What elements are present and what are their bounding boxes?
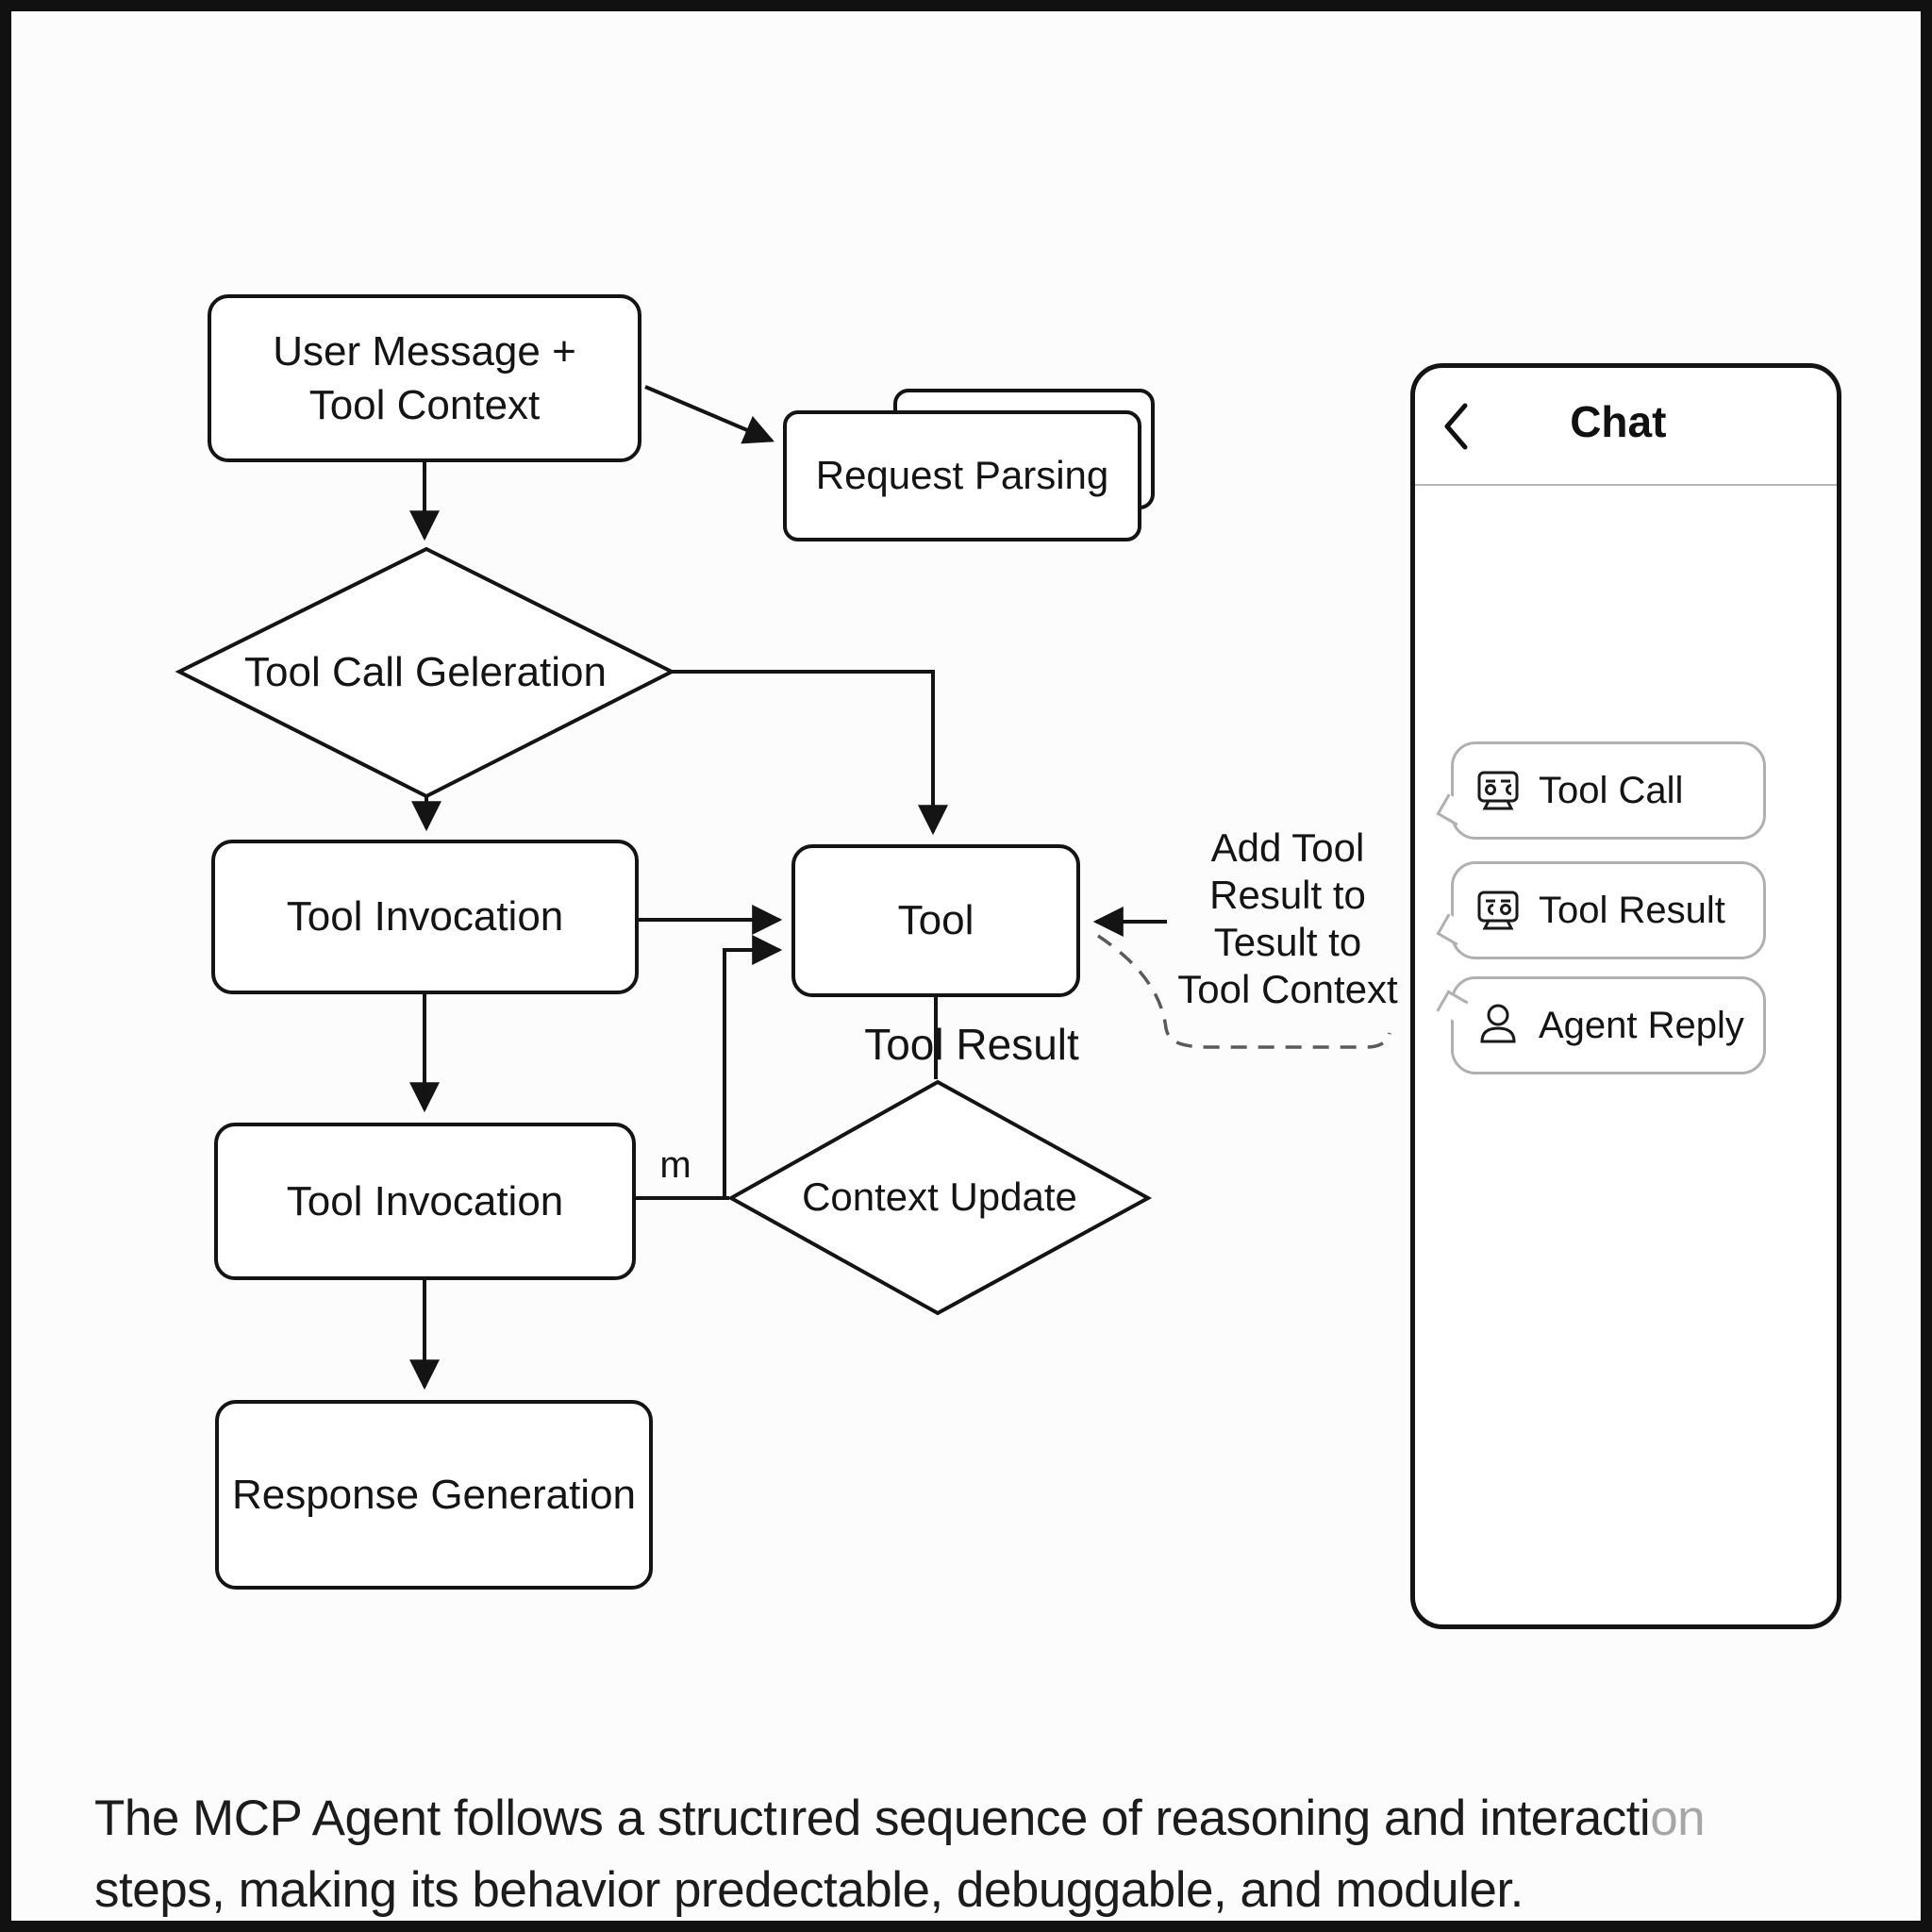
tool-invocation-1-label: Tool Invocation [286,893,564,941]
request-parsing-label: Request Parsing [815,453,1109,498]
response-generation-node [215,1400,653,1590]
chat-title: Chat [1570,397,1667,446]
tool-label: Tool [897,897,974,944]
dashed-connector-to-chat [1097,934,1391,1049]
chat-bubble-tool-result: Tool Result [1451,861,1766,959]
context-update-label: Context Update [802,1174,1077,1220]
flow-connectors [175,385,1391,1391]
computer-monitor-icon [1477,891,1519,930]
response-generation-label: Response Generation [231,1471,637,1518]
loop-count-label: m [659,1143,691,1186]
chat-header-divider [1415,484,1837,486]
tool-call-generation-label: Tool Call Geleration [244,649,607,696]
computer-monitor-icon [1477,771,1519,810]
tool-result-label: Tool Result [864,1020,1079,1069]
tool-invocation-1-node [211,840,639,994]
back-button[interactable] [1438,399,1474,458]
bubble-label: Tool Result [1539,889,1725,931]
bubble-label: Agent Reply [1539,1004,1744,1046]
user-message-label: User Message + Tool Context [273,327,576,428]
chat-bubble-tool-call: Tool Call [1451,741,1766,840]
caption-line-2: steps, making its behavior predectable, … [94,1862,1524,1918]
tool-invocation-2-node [214,1123,636,1280]
elbow-diamond-to-tool-top [672,670,948,836]
context-update-diamond-shape [726,1079,1153,1316]
request-parsing-node [783,410,1141,541]
chevron-left-icon [1444,403,1468,450]
tool-invocation-2-label: Tool Invocation [286,1177,564,1224]
arrow-user-to-request-parsing [644,385,774,444]
person-icon [1480,1004,1516,1043]
caption-line-1: The MCP Agent follows a structıred seque… [94,1783,1706,1855]
chat-header: Chat [1415,368,1837,484]
bubble-label: Tool Call [1539,769,1684,811]
user-message-tool-context-node [208,294,641,462]
caption-line-1-text: The MCP Agent follows a structıred seque… [94,1790,1651,1846]
add-tool-result-annotation: Add Tool Result to Tesult to Tool Contex… [1177,825,1398,1011]
caption: The MCP Agent follows a structıred seque… [94,1783,1706,1921]
tool-node [791,844,1080,997]
chat-panel: Chat Tool Call Tool Result [1410,363,1841,1629]
caption-line-1-faded-text: on [1650,1790,1706,1846]
chat-bubble-agent-reply: Agent Reply [1451,976,1766,1074]
elbow-loop-to-tool-left [723,935,783,1196]
